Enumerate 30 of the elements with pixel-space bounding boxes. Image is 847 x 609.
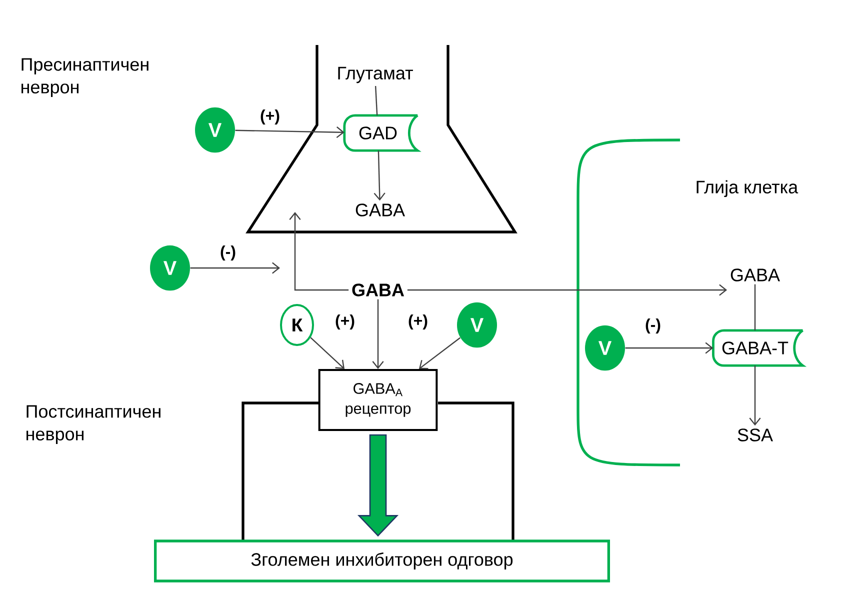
edge-label: (-) (644, 317, 662, 335)
edge-label: (+) (334, 313, 356, 331)
edge-label: (-) (218, 244, 238, 262)
arrow (310, 337, 345, 369)
substance-label: GABA (352, 284, 404, 296)
arrow (190, 262, 280, 274)
arrow (235, 126, 344, 138)
connector-line (754, 284, 756, 330)
substance-label: GABA (356, 204, 405, 216)
enzyme-shape: GABA-T (712, 329, 804, 367)
arrow (407, 284, 728, 296)
arrow (374, 150, 386, 201)
arrow (625, 342, 714, 354)
region-label: Постсинаптичен неврон (26, 405, 160, 444)
arrow (372, 299, 384, 369)
receptor-box: GABA$_{A}$ рецептор (318, 369, 438, 431)
substance-label: Глутамат (338, 66, 413, 84)
result-box: Зголемен инхибиторен одговор (154, 540, 610, 582)
substance-label: SSA (738, 428, 773, 442)
arrow (418, 337, 461, 370)
arrow (289, 212, 349, 291)
block-arrow (357, 434, 399, 537)
edge-label: (+) (258, 108, 282, 126)
region-label: Пресинаптичен неврон (22, 58, 148, 98)
connector-line (374, 86, 378, 116)
region-label: Глија клетка (696, 180, 798, 198)
arrow (749, 366, 761, 426)
edge-label: (+) (406, 313, 430, 331)
enzyme-shape: GAD (343, 114, 419, 152)
substance-label: GABA (730, 268, 780, 282)
